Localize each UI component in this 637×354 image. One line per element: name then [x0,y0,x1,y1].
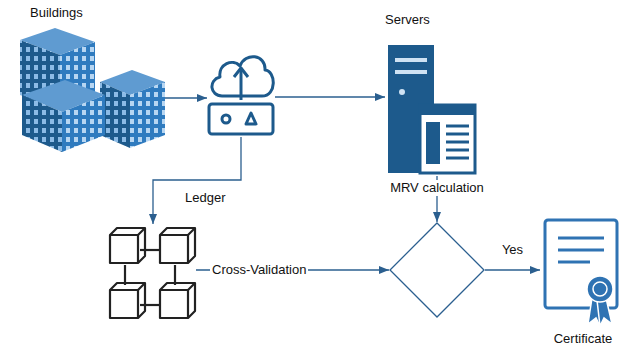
edge-label: Cross-Validation [210,262,308,278]
router-node [207,45,275,137]
node-heading: Certificate [554,331,613,347]
edge-label: MRV calculation [388,180,486,196]
certificate-node: Certificate [540,215,626,325]
server-node: Servers [385,42,476,176]
buildings-node: Buildings [18,32,165,150]
connector-arrow [165,97,207,98]
decision-diamond [389,222,485,318]
cloud-router-icon [209,57,273,134]
server-icon [388,45,475,173]
connector-arrow [153,137,241,224]
buildings-icon [20,28,165,152]
ledger-node: Ledger [105,224,196,326]
node-heading: Ledger [185,190,225,206]
connector-arrow [275,96,385,97]
certificate-icon [545,220,617,326]
node-heading: Buildings [30,5,83,21]
diamond-outline [389,222,485,318]
connector-arrow [485,269,540,270]
edge-label: Yes [500,242,525,258]
node-heading: Servers [385,12,430,28]
blockchain-icon [110,228,195,318]
